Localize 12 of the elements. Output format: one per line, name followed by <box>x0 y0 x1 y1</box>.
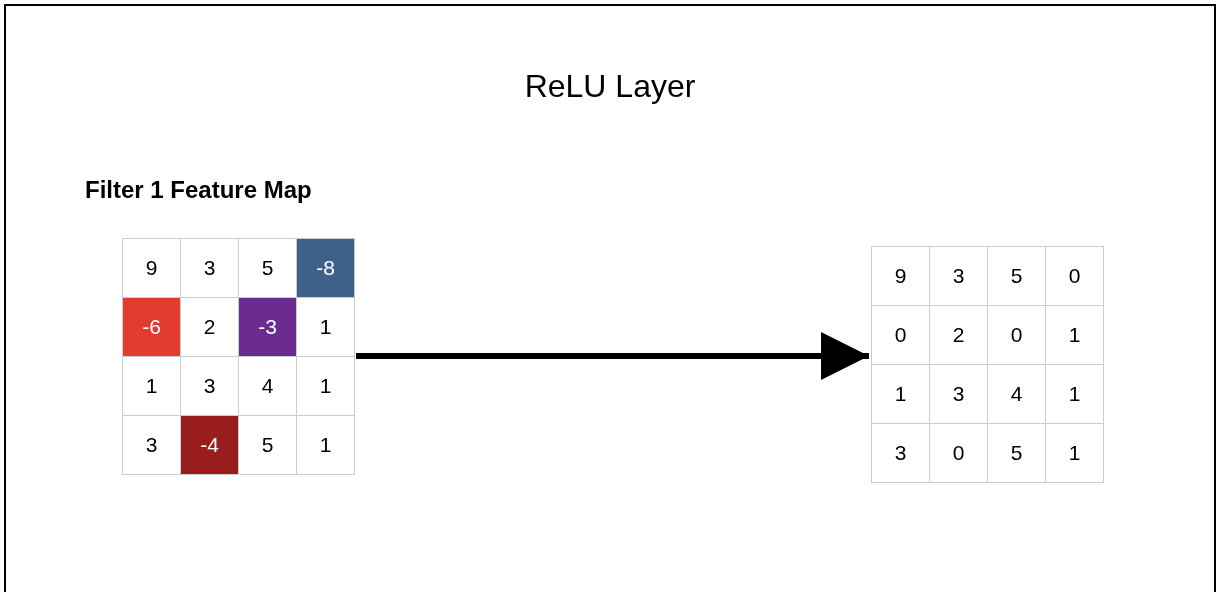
matrix-value: 1 <box>1045 423 1104 483</box>
matrix-value: -8 <box>296 238 355 298</box>
matrix-value: -6 <box>122 297 181 357</box>
arrow <box>356 332 869 380</box>
matrix-value: 9 <box>871 246 930 306</box>
matrix-value: 0 <box>1045 246 1104 306</box>
map-heading: Filter 1 Feature Map <box>85 176 313 204</box>
title: ReLU Layer <box>524 68 696 105</box>
matrix-value: -4 <box>180 415 239 475</box>
matrix-value: 3 <box>871 423 930 483</box>
matrix-value: 1 <box>296 415 355 475</box>
matrix-value: -3 <box>238 297 297 357</box>
